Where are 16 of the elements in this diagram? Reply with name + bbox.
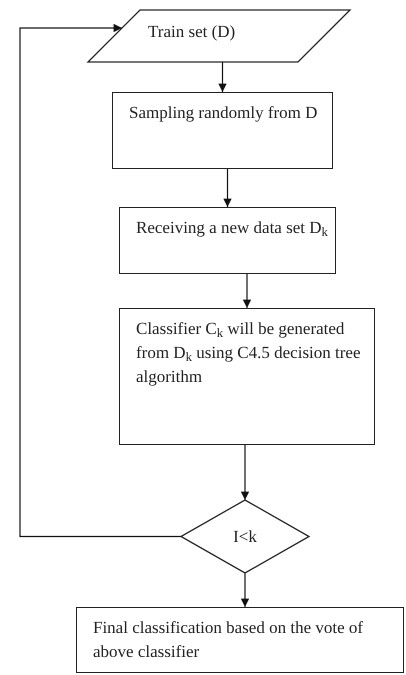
node-text: Sampling randomly from D bbox=[129, 102, 318, 124]
node-text: Receiving a new data set D$_{k}$ bbox=[136, 217, 329, 240]
process-box bbox=[76, 607, 404, 673]
node-text: I<k bbox=[233, 526, 257, 548]
node-text: Classifier C$_{k}$ will be generated from D$_{k}$ using C4.5 decision tree algorithm bbox=[136, 318, 362, 388]
arrow bbox=[242, 274, 252, 308]
node-text: Final classification based on the vote of above classifier bbox=[93, 617, 364, 663]
arrow bbox=[19, 24, 181, 538]
process-box bbox=[119, 308, 375, 445]
node-text: Train set (D) bbox=[148, 21, 236, 43]
arrow bbox=[240, 573, 250, 607]
arrow bbox=[218, 62, 227, 92]
process-box bbox=[112, 92, 333, 169]
arrow bbox=[240, 445, 250, 500]
process-box bbox=[119, 207, 336, 274]
arrow bbox=[223, 169, 232, 207]
